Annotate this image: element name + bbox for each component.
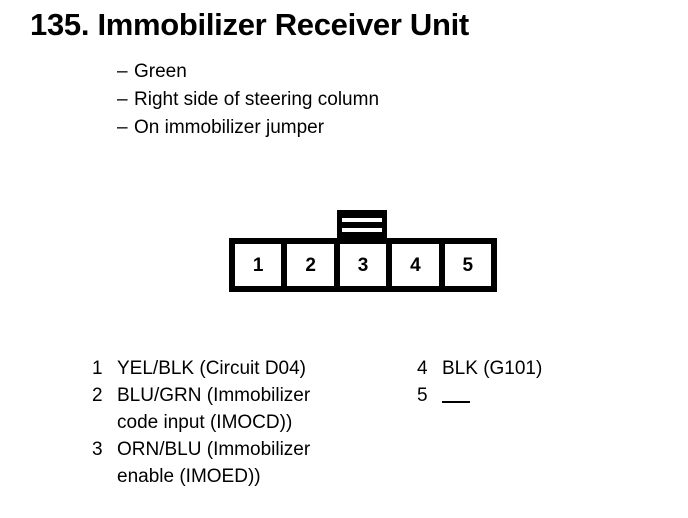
pin-legend-entry: 5 [417, 382, 667, 409]
pin-description-line: BLU/GRN (Immobilizer [117, 385, 311, 406]
note-label: On immobilizer jumper [134, 117, 325, 138]
pin-legend-entry: 1 YEL/BLK (Circuit D04) [92, 355, 392, 382]
latch-slot-icon [342, 218, 382, 222]
not-used-dash-icon [442, 401, 470, 404]
page-title: 135. Immobilizer Receiver Unit [30, 7, 469, 42]
note-label: Green [134, 61, 187, 82]
note-item: – On immobilizer jumper [117, 114, 577, 142]
connector-pin-4: 4 [392, 244, 439, 286]
pin-number: 4 [417, 358, 428, 379]
pin-description: BLK (G101) [442, 355, 667, 382]
pin-legend-right-column: 4 BLK (G101) 5 [417, 355, 667, 409]
pin-description-line: ORN/BLU (Immobilizer [117, 439, 311, 460]
pin-number: 2 [92, 385, 103, 406]
pin-description: YEL/BLK (Circuit D04) [117, 355, 392, 382]
pin-number: 5 [417, 385, 428, 406]
pin-description-line: enable (IMOED)) [117, 466, 261, 487]
dash-icon: – [117, 117, 128, 138]
pin-description: ORN/BLU (Immobilizer enable (IMOED)) [117, 436, 392, 490]
connector-pin-5: 5 [444, 244, 492, 286]
connector-pin-1: 1 [235, 244, 282, 286]
pin-number: 3 [92, 439, 103, 460]
notes-list: – Green – Right side of steering column … [117, 58, 577, 142]
pin-description-line: code input (IMOCD)) [117, 412, 293, 433]
note-item: – Green [117, 58, 577, 86]
dash-icon: – [117, 61, 128, 82]
pin-legend-entry: 2 BLU/GRN (Immobilizer code input (IMOCD… [92, 382, 392, 436]
connector-pin-3: 3 [339, 244, 387, 286]
connector-diagram: 1 2 3 4 5 [229, 210, 497, 292]
latch-slot-icon [342, 228, 382, 232]
pin-legend-entry: 4 BLK (G101) [417, 355, 667, 382]
pin-number: 1 [92, 358, 103, 379]
note-label: Right side of steering column [134, 89, 380, 110]
pin-description: BLU/GRN (Immobilizer code input (IMOCD)) [117, 382, 392, 436]
pin-legend-left-column: 1 YEL/BLK (Circuit D04) 2 BLU/GRN (Immob… [92, 355, 392, 490]
connector-latch-tab [337, 210, 387, 241]
pin-description-line: YEL/BLK (Circuit D04) [117, 358, 307, 379]
connector-pin-2: 2 [287, 244, 334, 286]
note-item: – Right side of steering column [117, 86, 577, 114]
connector-body: 1 2 3 4 5 [229, 238, 497, 292]
pin-legend: 1 YEL/BLK (Circuit D04) 2 BLU/GRN (Immob… [0, 355, 688, 505]
pin-description-empty [442, 382, 667, 409]
pin-legend-entry: 3 ORN/BLU (Immobilizer enable (IMOED)) [92, 436, 392, 490]
dash-icon: – [117, 89, 128, 110]
pin-description-line: BLK (G101) [442, 358, 543, 379]
